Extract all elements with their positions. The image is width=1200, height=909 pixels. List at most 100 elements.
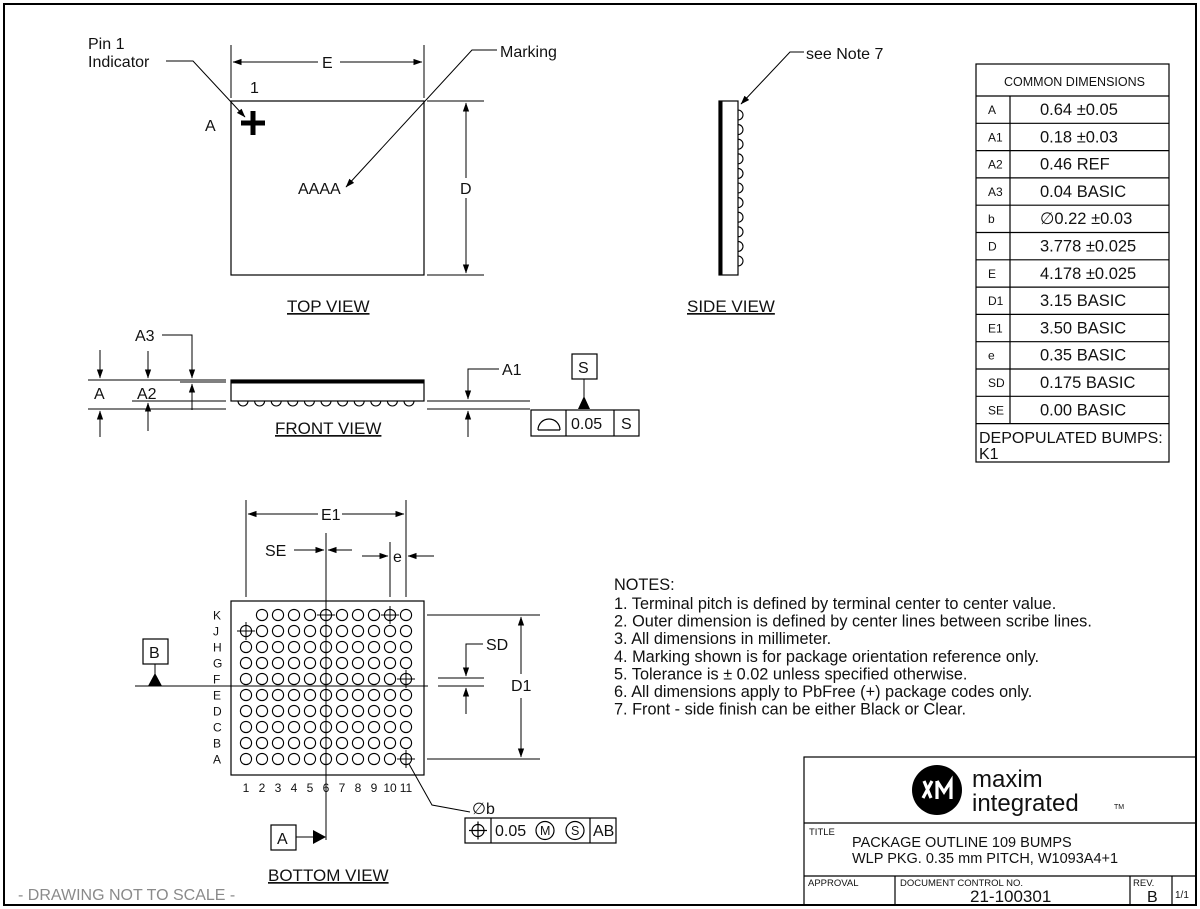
dim-value: 0.46 REF <box>1040 156 1110 174</box>
datum-s-label: S <box>578 360 589 377</box>
bump-crosshair-F11 <box>397 670 415 688</box>
bump-C3 <box>271 720 285 734</box>
note-item: 2. Outer dimension is defined by center … <box>614 613 1092 631</box>
bump-K2 <box>255 608 269 622</box>
dim-value: 3.15 BASIC <box>1040 292 1126 310</box>
bump-J2 <box>255 624 269 638</box>
bump-F3 <box>271 672 285 686</box>
row-label-F: F <box>213 673 220 687</box>
dim-key: E <box>988 267 996 281</box>
bump-E5 <box>303 688 317 702</box>
bump-D7 <box>335 704 349 718</box>
front-tolerance-value: 0.05 <box>571 416 602 433</box>
dim-key: D1 <box>988 294 1004 308</box>
dim-key: E1 <box>988 321 1003 335</box>
bump-H2 <box>255 640 269 654</box>
title-label: TITLE <box>809 827 835 838</box>
bump-B5 <box>303 736 317 750</box>
dim-a2-label: A2 <box>137 386 157 403</box>
mmc-modifier <box>535 820 555 841</box>
col-label-2: 2 <box>259 781 266 795</box>
bump-H7 <box>335 640 349 654</box>
note-item: 1. Terminal pitch is defined by terminal… <box>614 595 1056 613</box>
bump-D5 <box>303 704 317 718</box>
depopulated-bumps-label: DEPOPULATED BUMPS: <box>979 430 1163 447</box>
row-letter-label: A <box>205 118 216 135</box>
bump-F1 <box>239 672 253 686</box>
bump-D4 <box>287 704 301 718</box>
dim-e1-label: E1 <box>321 507 341 524</box>
top-view-package-outline <box>230 100 425 276</box>
bump-B10 <box>383 736 397 750</box>
bump-J3 <box>271 624 285 638</box>
bump-K3 <box>271 608 285 622</box>
top-view: E D Pin 1 Indicator 1 A AAAA Marking TOP… <box>88 36 557 316</box>
bump-B8 <box>351 736 365 750</box>
bump-A3 <box>271 752 285 766</box>
pin-number-label: 1 <box>250 80 259 97</box>
col-label-8: 8 <box>355 781 362 795</box>
dim-key: e <box>988 349 995 363</box>
bump-D3 <box>271 704 285 718</box>
bump-K4 <box>287 608 301 622</box>
depopulated-bumps-value: K1 <box>979 446 999 463</box>
notes-heading: NOTES: <box>614 576 675 594</box>
marking-text: AAAA <box>298 181 341 198</box>
bump-E1 <box>239 688 253 702</box>
bump-A5 <box>303 752 317 766</box>
dim-a1-label: A1 <box>502 362 522 379</box>
dim-e-pitch-label: e <box>393 549 402 566</box>
bump-K9 <box>367 608 381 622</box>
bump-C4 <box>287 720 301 734</box>
row-label-A: A <box>213 753 221 767</box>
bump-G7 <box>335 656 349 670</box>
bump-D9 <box>367 704 381 718</box>
col-label-7: 7 <box>339 781 346 795</box>
dim-value: 0.18 ±0.03 <box>1040 128 1118 146</box>
col-label-3: 3 <box>275 781 282 795</box>
bump-G8 <box>351 656 365 670</box>
bump-F7 <box>335 672 349 686</box>
table-header: COMMON DIMENSIONS <box>1004 75 1145 89</box>
datum-b-label: B <box>149 645 160 662</box>
front-view-title: FRONT VIEW <box>275 419 381 438</box>
sheet-border <box>3 3 1197 906</box>
bump-D10 <box>383 704 397 718</box>
bump-E3 <box>271 688 285 702</box>
bump-H5 <box>303 640 317 654</box>
dim-value: 3.778 ±0.025 <box>1040 238 1136 256</box>
bump-J9 <box>367 624 381 638</box>
bump-C7 <box>335 720 349 734</box>
rfs-modifier <box>565 820 585 841</box>
dim-key: D <box>988 240 997 254</box>
col-label-5: 5 <box>307 781 314 795</box>
document-control-label: DOCUMENT CONTROL NO. <box>900 878 1023 889</box>
bump-C1 <box>239 720 253 734</box>
bump-F10 <box>383 672 397 686</box>
dim-value: 0.64 ±0.05 <box>1040 101 1118 119</box>
bump-D11 <box>399 704 413 718</box>
dim-key: SD <box>988 376 1005 390</box>
bump-K7 <box>335 608 349 622</box>
dim-se-label: SE <box>265 543 286 560</box>
bump-H8 <box>351 640 365 654</box>
sheet-number: 1/1 <box>1175 890 1189 901</box>
bump-H4 <box>287 640 301 654</box>
row-label-C: C <box>213 721 222 735</box>
dim-sd-label: SD <box>486 637 508 654</box>
bump-J8 <box>351 624 365 638</box>
bump-crosshair-J1 <box>237 622 255 640</box>
top-view-title: TOP VIEW <box>287 297 370 316</box>
bump-F2 <box>255 672 269 686</box>
bump-G10 <box>383 656 397 670</box>
pin1-label: Pin 1 <box>88 36 125 53</box>
bump-A4 <box>287 752 301 766</box>
bump-B4 <box>287 736 301 750</box>
dim-value: ∅0.22 ±0.03 <box>1040 210 1132 228</box>
title-line-2: WLP PKG. 0.35 mm PITCH, W1093A4+1 <box>852 851 1118 867</box>
dim-value: 3.50 BASIC <box>1040 319 1126 337</box>
dim-d1-label: D1 <box>511 678 532 695</box>
bump-B2 <box>255 736 269 750</box>
bump-C10 <box>383 720 397 734</box>
